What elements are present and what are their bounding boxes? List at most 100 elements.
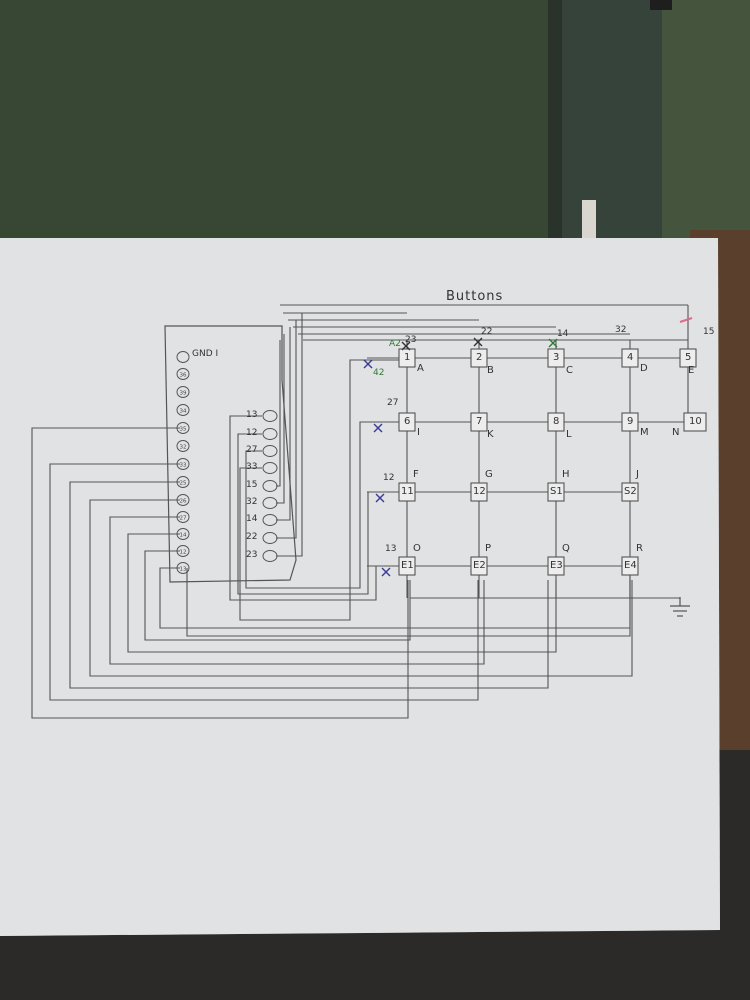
button-id-E2: E2: [473, 560, 486, 571]
button-id-E4: E4: [624, 560, 637, 571]
pin-to-column-wire: [276, 313, 303, 557]
controller-left-pin-label: 14: [180, 533, 187, 539]
pin-to-column-wire: [276, 320, 297, 539]
button-letter-C: C: [566, 365, 573, 376]
blue-cross-mark: [381, 567, 391, 577]
button-letter-G: G: [485, 469, 493, 480]
controller-left-pin: [176, 422, 190, 434]
row-pin-label: 13: [385, 544, 397, 554]
button-id-10: 10: [689, 416, 702, 427]
button-box: [547, 412, 565, 432]
button-letter-K: K: [487, 429, 494, 440]
controller-left-pin: [176, 440, 190, 452]
pencil-cross-mark: [473, 337, 483, 347]
pin-loop-wire: [31, 427, 409, 719]
controller-header-label: GND I: [192, 349, 219, 359]
ink-marks: [363, 317, 693, 577]
button-id-3: 3: [553, 352, 560, 363]
column-pin-label: 32: [615, 325, 627, 335]
button-letter-L: L: [566, 429, 572, 440]
button-letter-I: I: [417, 427, 420, 438]
button-matrix: [398, 348, 707, 576]
door-frame-edge: [548, 0, 562, 260]
controller-left-pin-label: 33: [180, 463, 187, 469]
button-box: [470, 482, 488, 502]
button-id-11: 11: [401, 486, 414, 497]
button-letter-A: A: [417, 363, 424, 374]
controller-right-pin: [262, 410, 278, 422]
pin-to-row-wire: [229, 415, 397, 601]
button-letter-R: R: [636, 543, 643, 554]
blue-cross-mark: [375, 493, 385, 503]
column-pin-label: 23: [405, 335, 417, 345]
controller-left-pin: [176, 404, 190, 416]
pin-loop-wire: [186, 566, 631, 637]
controller-right-pin-label: 12: [246, 428, 258, 438]
button-box: [547, 556, 565, 576]
button-box: [547, 482, 565, 502]
button-id-4: 4: [627, 352, 634, 363]
button-box: [547, 348, 565, 368]
annotation-a2: A2: [389, 339, 401, 349]
door-frame: [550, 0, 670, 260]
controller-left-pin: [176, 351, 190, 363]
button-letter-N: N: [672, 427, 680, 438]
pin-to-row-wire: [237, 433, 397, 595]
button-box: [621, 412, 639, 432]
controller-right-pin-label: 22: [246, 532, 258, 542]
controller-right-pin-label: 15: [246, 480, 258, 490]
controller-right-pin-label: 33: [246, 462, 258, 472]
controller-left-pin: [176, 458, 190, 470]
button-box: [398, 556, 416, 576]
controller-left-pin-label: 13: [180, 567, 187, 573]
pin-loop-wire: [89, 499, 633, 677]
controller-right-pin: [262, 497, 278, 509]
button-letter-O: O: [413, 543, 421, 554]
pin-to-row-wire: [239, 359, 400, 621]
pin-loop-wire: [49, 463, 479, 701]
wall-corner: [650, 0, 672, 10]
button-id-6: 6: [404, 416, 411, 427]
button-box: [470, 348, 488, 368]
button-id-5: 5: [685, 352, 692, 363]
controller-right-pin-label: 27: [246, 445, 258, 455]
controller-left-pin: [176, 528, 190, 540]
controller-right-pin: [262, 462, 278, 474]
pencil-cross-mark: [401, 341, 411, 351]
button-box: [470, 556, 488, 576]
controller-right-pin: [262, 514, 278, 526]
button-id-12: 12: [473, 486, 486, 497]
controller-left-pin-label: 35: [180, 427, 187, 433]
button-box: [683, 412, 707, 432]
button-id-7: 7: [476, 416, 483, 427]
controller-left-pin-label: 26: [180, 499, 187, 505]
controller-right-pin: [262, 428, 278, 440]
button-box: [621, 482, 639, 502]
button-id-9: 9: [627, 416, 634, 427]
pin-to-column-wire: [276, 334, 285, 504]
controller-left-pin-label: 34: [180, 409, 187, 415]
controller-right-pin: [262, 532, 278, 544]
controller-left-pin: [176, 511, 190, 523]
button-id-2: 2: [476, 352, 483, 363]
button-letter-P: P: [485, 543, 492, 554]
controller-left-pin-label: 32: [180, 445, 187, 451]
blue-cross-mark: [363, 359, 373, 369]
annotation-42: 42: [373, 368, 385, 378]
blue-cross-mark: [373, 423, 383, 433]
controller-right-pin-label: 23: [246, 550, 258, 560]
controller-left-pin-label: 27: [180, 516, 187, 522]
button-id-S1: S1: [550, 486, 563, 497]
button-letter-D: D: [640, 363, 648, 374]
column-pin-label: 22: [481, 327, 493, 337]
controller-right-pin-label: 32: [246, 497, 258, 507]
controller-left-pin: [176, 545, 190, 557]
button-letter-B: B: [487, 365, 494, 376]
button-id-1: 1: [404, 352, 411, 363]
button-letter-H: H: [562, 469, 570, 480]
column-pin-label: 14: [557, 329, 569, 339]
row-pin-label: 12: [383, 473, 395, 483]
button-letter-M: M: [640, 427, 649, 438]
